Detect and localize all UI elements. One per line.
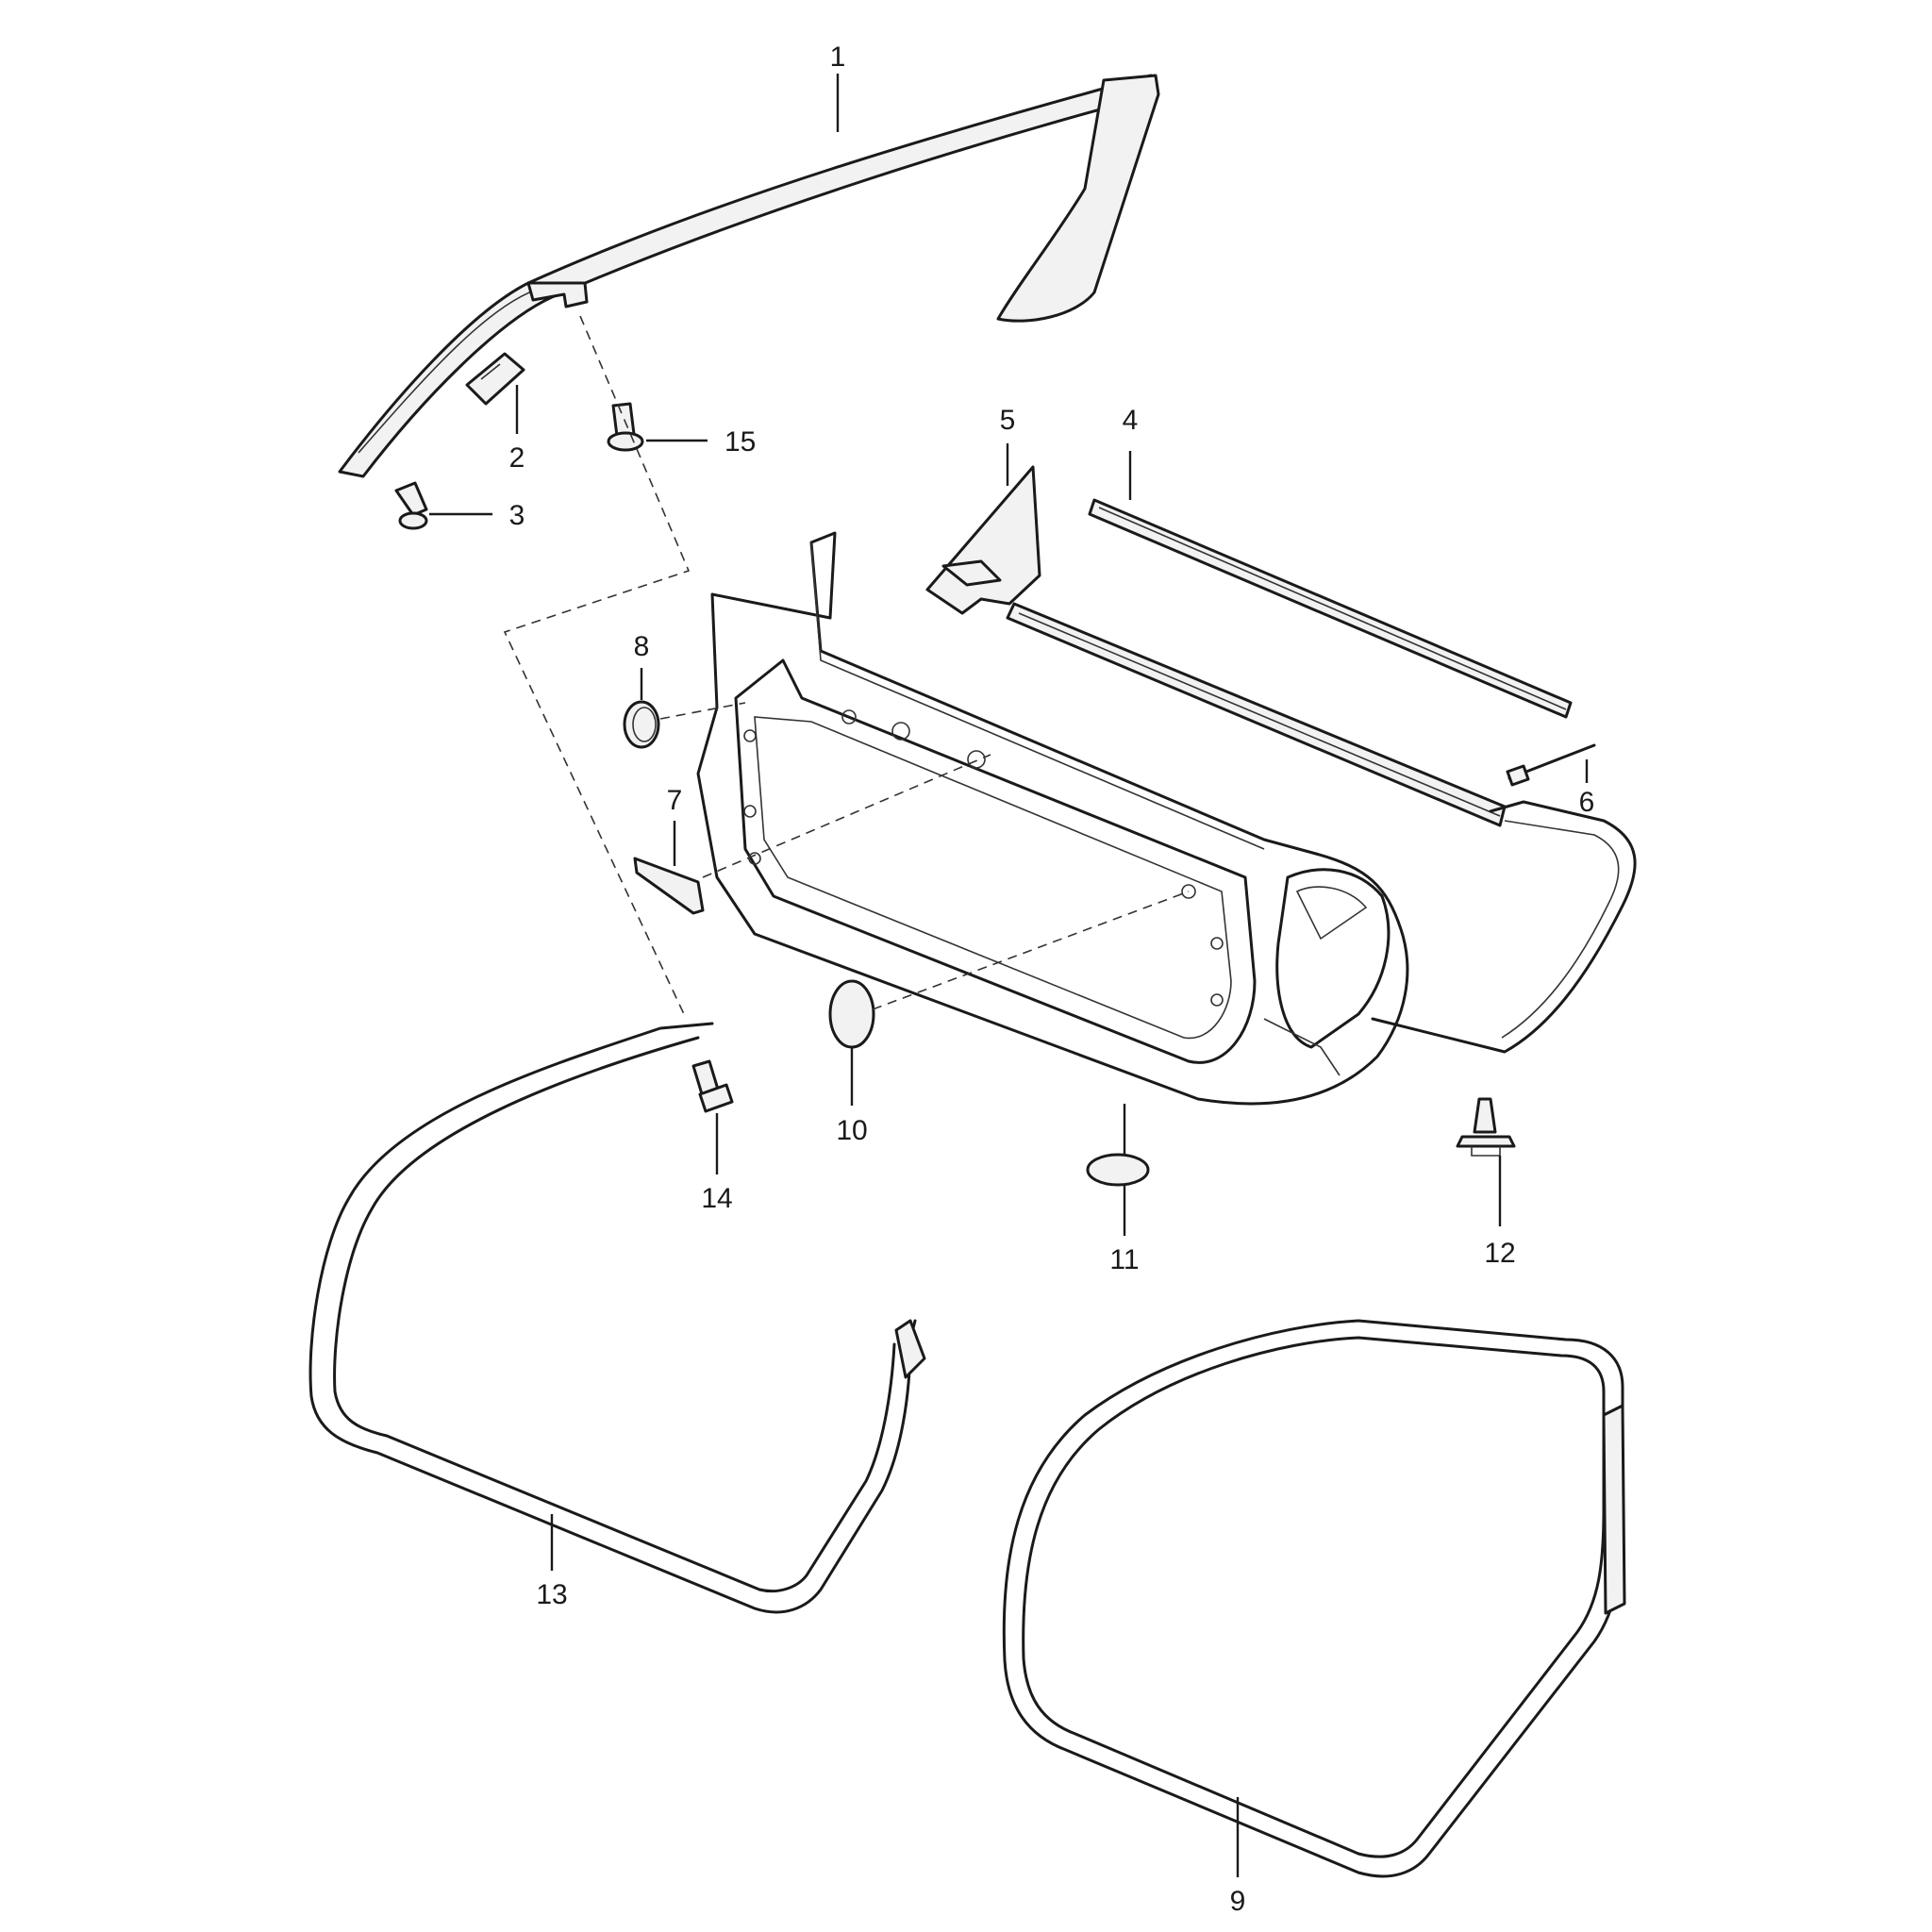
part-9-door-frame-seal[interactable] <box>1002 1319 1626 1878</box>
callout-5: 5 <box>1000 405 1016 436</box>
callout-12: 12 <box>1484 1238 1515 1269</box>
callout-3: 3 <box>509 500 525 531</box>
callout-6: 6 <box>1579 787 1595 818</box>
part-11-oval-plug[interactable] <box>1086 1153 1150 1187</box>
callout-labels: 1 2 3 4 5 6 7 8 9 10 11 12 13 14 15 <box>509 42 1595 1917</box>
belt-strip <box>1006 602 1507 827</box>
part-4-weatherstrip[interactable] <box>1088 498 1573 719</box>
door-shell <box>696 531 1409 1106</box>
part-6-pin[interactable] <box>1506 743 1596 787</box>
part-7-bracket[interactable] <box>633 857 705 915</box>
part-13-door-opening-seal[interactable] <box>308 1022 926 1614</box>
callout-9: 9 <box>1230 1886 1246 1917</box>
callout-2: 2 <box>509 442 525 474</box>
callout-4: 4 <box>1123 405 1139 436</box>
door-edge-seal <box>1371 800 1637 1054</box>
leader-lines <box>429 74 1589 1877</box>
callout-14: 14 <box>701 1183 732 1214</box>
callout-10: 10 <box>836 1115 867 1146</box>
part-8-round-plug[interactable] <box>623 700 660 749</box>
part-12-fastener[interactable] <box>1456 1097 1516 1157</box>
part-3-screw[interactable] <box>394 481 428 530</box>
assembly-dashed-lines <box>503 315 1190 1015</box>
part-2-clip[interactable] <box>465 352 525 406</box>
callout-8: 8 <box>634 631 650 662</box>
part-10-oval-plug[interactable] <box>828 979 875 1049</box>
callout-7: 7 <box>667 785 683 816</box>
callout-1: 1 <box>830 42 846 73</box>
callout-13: 13 <box>536 1579 567 1610</box>
part-15-screw[interactable] <box>607 402 644 452</box>
callout-11: 11 <box>1109 1244 1139 1275</box>
part-14-bolt[interactable] <box>691 1059 734 1113</box>
callout-15: 15 <box>724 426 756 458</box>
part-5-mirror-triangle[interactable] <box>925 465 1041 615</box>
part-1-frame-trim[interactable] <box>338 74 1160 478</box>
